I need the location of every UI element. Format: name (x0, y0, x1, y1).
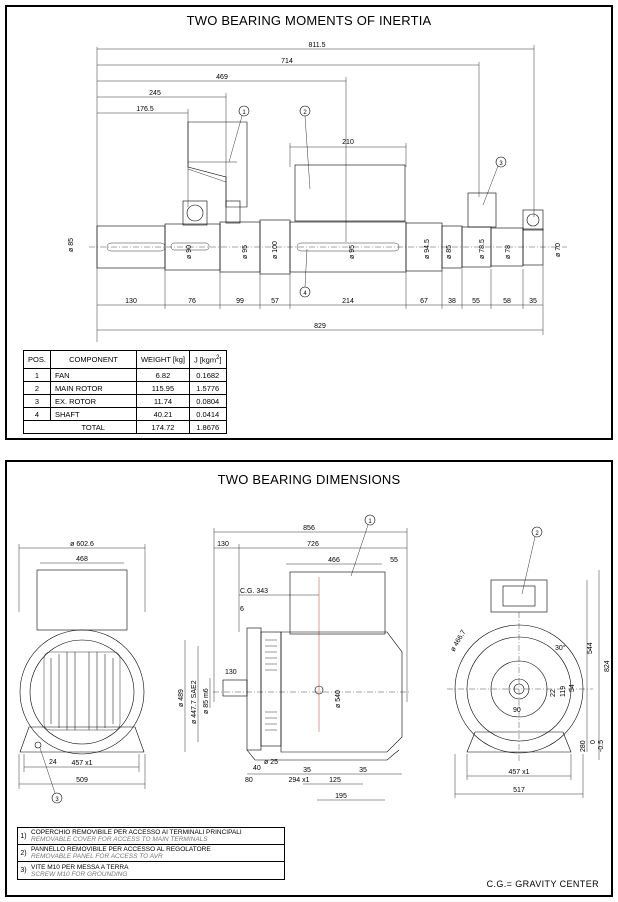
dia-78-5: ø 78.5 (479, 239, 486, 259)
table-total-row: TOTAL 174.72 1.8676 (23, 420, 227, 434)
mid-55: 55 (390, 557, 398, 564)
dim-714: 714 (281, 58, 293, 65)
len-35: 35 (529, 298, 537, 305)
dia-70: ø 70 (555, 243, 562, 257)
mid-856: 856 (303, 525, 315, 532)
left-holes: 457 x1 (71, 760, 92, 767)
mid-130-side: 130 (225, 669, 237, 676)
table-row: 2 MAIN ROTOR 115.95 1.5776 (23, 381, 227, 395)
notes-box: 1) COPERCHIO REMOVIBILE PER ACCESSO AI T… (17, 827, 285, 880)
left-base-509: 509 (76, 777, 88, 784)
mid-dia-447: ø 447.7 SAE2 (191, 680, 198, 724)
mid-35-b: 35 (359, 767, 367, 774)
len-55: 55 (472, 298, 480, 305)
note-item: 1) COPERCHIO REMOVIBILE PER ACCESSO AI T… (18, 828, 284, 845)
dim-210: 210 (342, 139, 354, 146)
mid-dia-489: ø 489 (178, 689, 185, 707)
dim-811: 811.5 (309, 42, 326, 49)
right-544: 544 (587, 642, 594, 654)
dia-100: ø 100 (272, 241, 279, 259)
len-214: 214 (342, 298, 354, 305)
th-component: COMPONENT (49, 350, 137, 369)
th-weight: WEIGHT [kg] (135, 350, 190, 369)
callout-1: 1 (242, 110, 246, 116)
right-280: 280 (580, 740, 587, 752)
right-90: 90 (513, 707, 521, 714)
len-130: 130 (125, 298, 137, 305)
note-item: 2) PANNELLO REMOVIBILE PER ACCESSO AL RE… (18, 845, 284, 862)
left-width-468: 468 (76, 556, 88, 563)
note-item: 3) VITE M10 PER MESSA A TERRA SCREW M10 … (20, 863, 129, 878)
mid-726: 726 (307, 541, 319, 548)
callout-2-bottom: 2 (535, 531, 539, 537)
mid-80: 80 (245, 777, 253, 784)
table-row: 3 EX. ROTOR 11.74 0.0804 (23, 394, 227, 408)
inertia-title: TWO BEARING MOMENTS OF INERTIA (186, 13, 432, 28)
right-holes: 457 x1 (508, 769, 529, 776)
th-pos: POS. (23, 350, 51, 369)
mid-195: 195 (335, 793, 347, 800)
len-67: 67 (420, 298, 428, 305)
right-angle-30: 30° (555, 644, 566, 652)
left-foot-24: 24 (49, 759, 57, 766)
mid-dia-25: ø 25 (264, 759, 278, 766)
mid-130: 130 (217, 541, 229, 548)
right-base-517: 517 (513, 787, 525, 794)
mid-dia-85-m6: ø 85 m6 (203, 688, 210, 714)
dimensions-title: TWO BEARING DIMENSIONS (217, 472, 401, 487)
len-829: 829 (314, 323, 326, 330)
left-dia-602: ø 602.6 (70, 541, 94, 548)
right-119: 119 (560, 686, 567, 697)
right-824: 824 (604, 660, 611, 672)
mid-dia-540: ø 540 (335, 690, 342, 708)
callout-3-bottom: 3 (55, 797, 59, 803)
dia-95-a: ø 95 (242, 245, 249, 259)
shaft-drawing: 811.5 714 469 245 176.5 210 (68, 42, 567, 342)
inertia-table: POS. COMPONENT WEIGHT [kg] J [kgm2] 1 FA… (23, 350, 227, 434)
inertia-panel: TWO BEARING MOMENTS OF INERTIA 811.5 714… (5, 5, 613, 440)
dim-176: 176.5 (136, 106, 154, 113)
dia-85: ø 85 (446, 245, 453, 259)
dimensions-panel: TWO BEARING DIMENSIONS ø 602.6 468 24 45… (5, 460, 613, 897)
mid-294: 294 x1 (288, 777, 309, 784)
len-76: 76 (188, 298, 196, 305)
dia-85-left: ø 85 (68, 238, 75, 252)
right-0: 0 (590, 740, 597, 744)
callout-4: 4 (303, 291, 307, 297)
th-inertia: J [kgm2] (188, 350, 227, 369)
table-row: 1 FAN 6.82 0.1682 (23, 368, 227, 382)
dia-78: ø 78 (505, 245, 512, 259)
len-58: 58 (503, 298, 511, 305)
table-row: 4 SHAFT 40.21 0.0414 (23, 407, 227, 421)
mid-40: 40 (253, 765, 261, 772)
mid-6: 6 (240, 606, 244, 613)
mid-466: 466 (328, 557, 340, 564)
mid-35-a: 35 (303, 767, 311, 774)
len-99: 99 (236, 298, 244, 305)
callout-3: 3 (499, 161, 503, 167)
mid-125: 125 (329, 777, 341, 784)
callout-2: 2 (303, 110, 307, 116)
dim-245: 245 (149, 90, 161, 97)
right-54: 54 (569, 684, 576, 692)
right-dia-466: ø 466.7 (450, 629, 468, 653)
right-minus-05: -0.5 (598, 740, 605, 752)
mid-cg: C.G. 343 (240, 588, 268, 595)
callout-1-bottom: 1 (368, 519, 372, 525)
cg-legend: C.G.= GRAVITY CENTER (486, 879, 599, 889)
dia-90: ø 90 (186, 245, 193, 259)
right-22: 22 (550, 689, 557, 697)
dia-95-b: ø 95 (349, 245, 356, 259)
generator-drawing: ø 602.6 468 24 457 x1 509 3 856 (18, 514, 611, 804)
len-38: 38 (448, 298, 456, 305)
dia-94-5: ø 94.5 (424, 239, 431, 259)
dim-469: 469 (216, 74, 228, 81)
len-57: 57 (271, 298, 279, 305)
